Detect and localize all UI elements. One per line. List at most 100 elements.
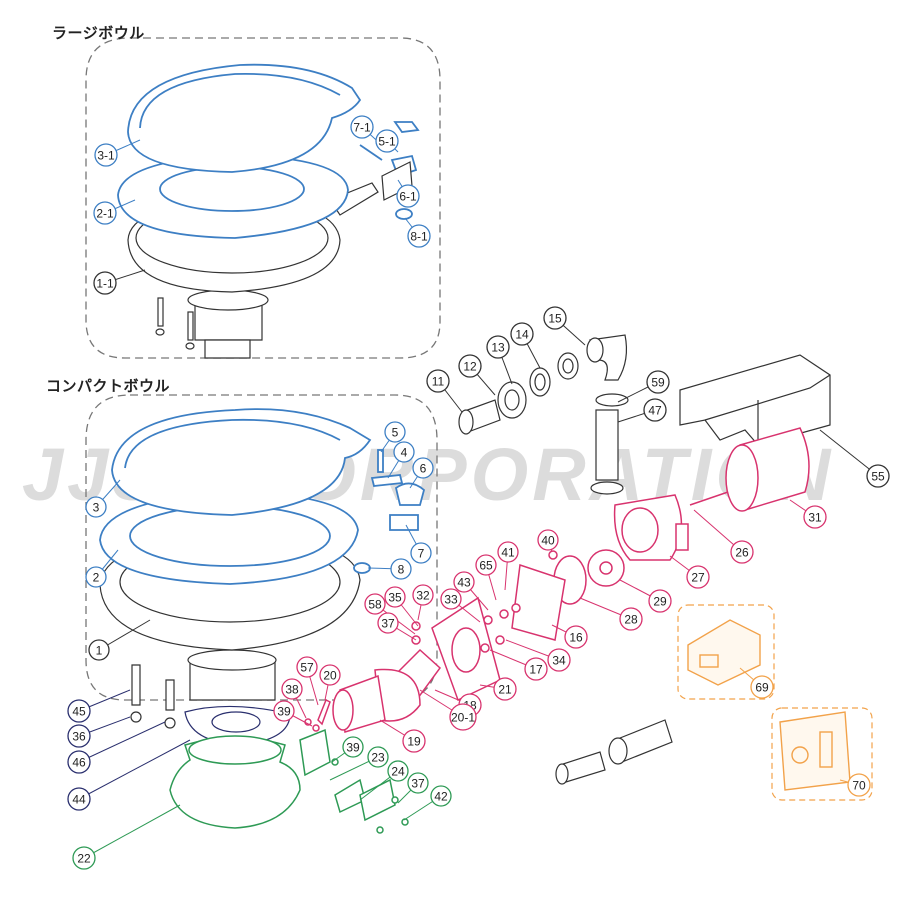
callout-70: 70 — [847, 773, 871, 797]
callout-label: 2 — [93, 571, 100, 585]
callout-label: 32 — [416, 589, 430, 603]
callout-55: 55 — [866, 464, 890, 488]
callout-label: 42 — [434, 790, 448, 804]
callout-46: 46 — [67, 750, 91, 774]
callout-24: 24 — [387, 760, 409, 782]
callout-circle — [458, 354, 482, 378]
callout-label: 33 — [444, 593, 458, 607]
callout-label: 20-1 — [451, 711, 475, 725]
callout-circle — [67, 699, 91, 723]
callout-20: 20 — [319, 664, 341, 686]
callout-circle — [377, 612, 399, 634]
callout-circle — [93, 271, 117, 295]
callout-19: 19 — [402, 729, 426, 753]
callout-label: 58 — [368, 598, 382, 612]
callout-circle — [440, 588, 462, 610]
callout-43: 43 — [453, 571, 475, 593]
callout-circle — [412, 457, 434, 479]
callout-label: 29 — [653, 595, 667, 609]
callout-7: 7 — [410, 542, 432, 564]
callout-12: 12 — [458, 354, 482, 378]
callout-label: 6 — [420, 462, 427, 476]
callout-6: 6 — [412, 457, 434, 479]
callout-label: 15 — [548, 312, 562, 326]
callout-circle — [88, 639, 110, 661]
callout-47: 47 — [643, 398, 667, 422]
callout-label: 20 — [323, 669, 337, 683]
callout-13: 13 — [486, 335, 510, 359]
callout-label: 6-1 — [399, 190, 417, 204]
callout-circle — [564, 625, 588, 649]
callout-circle — [85, 566, 107, 588]
callout-label: 7 — [418, 547, 425, 561]
callout-circle — [510, 322, 534, 346]
callout-label: 17 — [529, 663, 543, 677]
callout-circle — [643, 398, 667, 422]
callout-circle — [646, 370, 670, 394]
callout-label: 43 — [457, 576, 471, 590]
callout-label: 36 — [72, 730, 86, 744]
callout-32: 32 — [412, 584, 434, 606]
callout-circle — [543, 306, 567, 330]
callout-circle — [273, 700, 295, 722]
callout-circle — [67, 750, 91, 774]
callout-label: 2-1 — [96, 207, 114, 221]
callout-circle — [410, 542, 432, 564]
callout-label: 23 — [371, 751, 385, 765]
callout-circle — [486, 335, 510, 359]
callout-circle — [342, 736, 364, 758]
callout-label: 41 — [501, 546, 515, 560]
callout-circle — [686, 565, 710, 589]
callout-circle — [426, 369, 450, 393]
callout-label: 28 — [624, 613, 638, 627]
callout-label: 37 — [381, 617, 395, 631]
callout-circle — [497, 541, 519, 563]
callout-3: 3 — [85, 496, 107, 518]
base-assembly — [130, 664, 409, 834]
callout-57: 57 — [296, 656, 318, 678]
callout-38: 38 — [281, 678, 303, 700]
callout-3-1: 3-1 — [94, 143, 118, 167]
leader-line — [78, 721, 166, 763]
callout-circle — [648, 589, 672, 613]
large-bowl-group-box — [85, 37, 441, 359]
callout-28: 28 — [619, 607, 643, 631]
callout-circle — [94, 143, 118, 167]
motor-cover — [679, 354, 831, 446]
callout-33: 33 — [440, 588, 462, 610]
callout-circle — [803, 505, 827, 529]
callout-label: 37 — [411, 777, 425, 791]
callout-label: 21 — [498, 683, 512, 697]
callout-label: 5-1 — [378, 135, 396, 149]
callout-41: 41 — [497, 541, 519, 563]
callout-29: 29 — [648, 589, 672, 613]
callout-label: 44 — [72, 793, 86, 807]
callout-circle — [384, 586, 406, 608]
callout-8-1: 8-1 — [407, 224, 431, 248]
callout-27: 27 — [686, 565, 710, 589]
callout-circle — [375, 129, 399, 153]
callout-39: 39 — [342, 736, 364, 758]
callout-circle — [407, 224, 431, 248]
switch-panel-group — [771, 707, 873, 801]
callout-circle — [866, 464, 890, 488]
callout-label: 16 — [569, 631, 583, 645]
callout-circle — [453, 571, 475, 593]
compact-bowl-assembly — [99, 408, 426, 701]
callout-15: 15 — [543, 306, 567, 330]
callout-label: 47 — [648, 404, 662, 418]
callout-label: 69 — [755, 681, 769, 695]
callout-label: 57 — [300, 661, 314, 675]
callout-59: 59 — [646, 370, 670, 394]
callout-17: 17 — [524, 657, 548, 681]
callout-label: 31 — [808, 511, 822, 525]
callout-circle — [407, 772, 429, 794]
leader-line — [78, 739, 191, 800]
callout-circle — [402, 729, 426, 753]
callout-5: 5 — [384, 421, 406, 443]
callout-circle — [449, 703, 477, 731]
callout-circle — [619, 607, 643, 631]
callout-label: 1-1 — [96, 277, 114, 291]
plumbing-parts — [458, 334, 629, 495]
